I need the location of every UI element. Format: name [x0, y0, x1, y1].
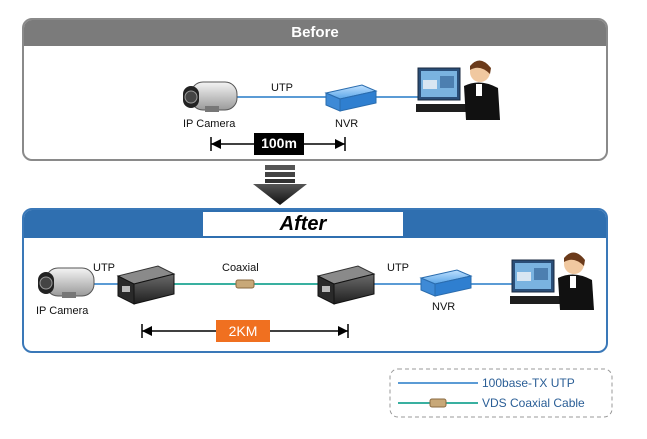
legend-coax-label: VDS Coaxial Cable [482, 396, 585, 410]
converter-icon [116, 265, 176, 305]
after-nvr-label: NVR [432, 301, 456, 313]
before-distance-label: 100m [261, 135, 297, 151]
operator-workstation-icon [510, 252, 594, 310]
after-distance-label: 2KM [228, 323, 258, 339]
operator-workstation-icon [416, 60, 500, 120]
before-header [24, 20, 606, 46]
before-distance-box [254, 133, 304, 155]
before-title: Before [291, 24, 339, 41]
before-nvr-label: NVR [335, 118, 359, 130]
legend-utp-label: 100base-TX UTP [482, 376, 575, 390]
down-arrow-icon [253, 165, 307, 205]
nvr-icon [419, 269, 473, 297]
nvr-icon [324, 84, 378, 112]
after-camera-label: IP Camera [36, 305, 89, 317]
ip-camera-icon [183, 81, 238, 112]
before-camera-label: IP Camera [183, 118, 236, 130]
after-title: After [279, 213, 327, 235]
after-title-box [203, 212, 403, 236]
ip-camera-icon [38, 267, 95, 298]
after-distance-box [216, 320, 270, 342]
coax-connector-icon [235, 279, 255, 289]
after-coax-label: Coaxial [222, 262, 259, 274]
converter-icon [316, 265, 376, 305]
after-utp-label-right: UTP [387, 262, 409, 274]
after-utp-label-left: UTP [93, 262, 115, 274]
before-cable-label: UTP [271, 82, 293, 94]
